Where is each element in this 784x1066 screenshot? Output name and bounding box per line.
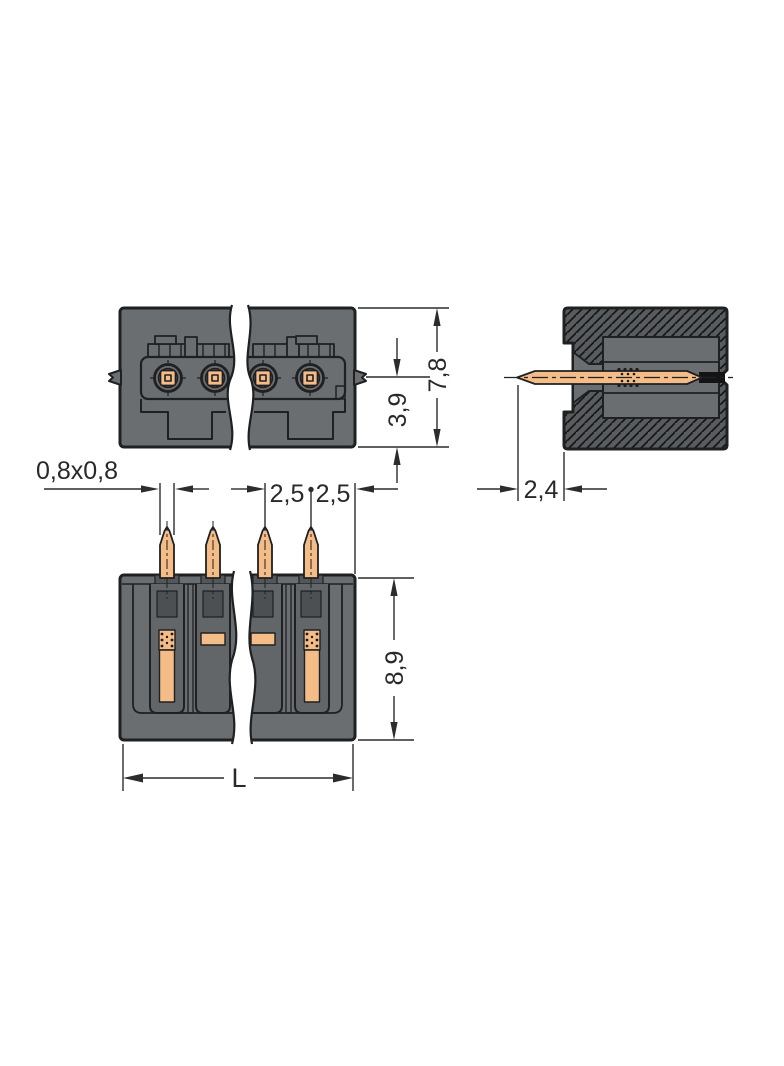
dimension-label-body-height: 8,9 bbox=[381, 651, 409, 686]
dimension-layer bbox=[44, 307, 607, 791]
solder-pins bbox=[159, 526, 319, 579]
dim-front-heights bbox=[358, 307, 449, 483]
pin-knurl bbox=[617, 367, 639, 388]
dim-pin-square bbox=[44, 483, 209, 535]
right-latch bbox=[353, 369, 367, 386]
dimension-label-pin-protrusion: 2,4 bbox=[524, 476, 559, 504]
channel-contact-inner-a bbox=[200, 632, 226, 646]
front-break-line bbox=[226, 302, 255, 452]
side-section-view bbox=[504, 306, 733, 451]
front-view bbox=[108, 302, 367, 452]
channel-contact-inner-b bbox=[250, 632, 276, 646]
dimension-label-front-total-height: 7,8 bbox=[424, 358, 452, 393]
pin-centerlines bbox=[166, 521, 312, 599]
dimension-label-total-length: L bbox=[231, 763, 246, 793]
dim-total-length bbox=[122, 744, 354, 791]
dimension-label-pitch-a: 2,5 bbox=[270, 480, 305, 508]
socket-contacts bbox=[150, 360, 328, 396]
channel-contact-outer-left bbox=[158, 629, 176, 703]
dimension-label-pitch-b: 2,5 bbox=[316, 480, 351, 508]
pin-side-view bbox=[118, 521, 357, 746]
rail-teeth bbox=[158, 344, 331, 358]
dimension-label-pin-square: 0,8x0,8 bbox=[36, 457, 118, 485]
dim-body-height bbox=[358, 577, 414, 741]
channel-contact-outer-right bbox=[303, 629, 321, 703]
pin-view-break-line bbox=[228, 568, 257, 746]
dim-pin-protrusion bbox=[477, 385, 607, 501]
dim-pitch bbox=[231, 483, 398, 574]
left-latch bbox=[108, 369, 122, 386]
dimension-label-front-center-height: 3,9 bbox=[384, 393, 412, 428]
